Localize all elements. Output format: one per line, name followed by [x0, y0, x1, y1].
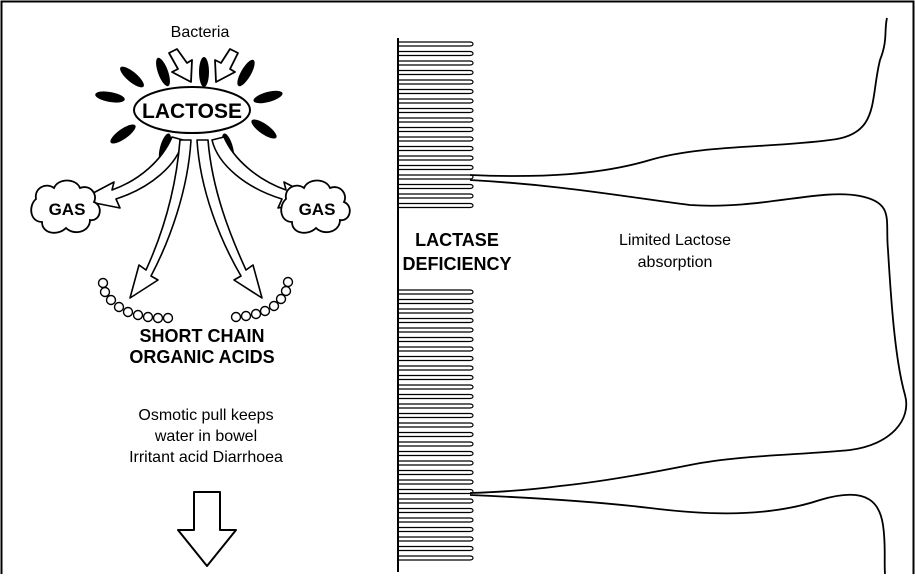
microvillus — [399, 404, 473, 408]
microvillus — [399, 204, 473, 208]
microvillus — [399, 366, 473, 370]
microvillus — [399, 385, 473, 389]
gas-label-right: GAS — [299, 200, 336, 219]
microvillus — [399, 319, 473, 323]
microvillus — [399, 185, 473, 189]
bacteria-arrow-right — [215, 49, 238, 82]
diarrhoea-down-arrow — [178, 492, 236, 566]
absorption-label-line2: absorption — [638, 254, 713, 271]
microvillus — [399, 290, 473, 294]
microvillus — [399, 490, 473, 494]
microvillus — [399, 509, 473, 513]
microvilli-lower — [399, 290, 473, 560]
osmotic-text-line3: Irritant acid Diarrhoea — [129, 449, 283, 466]
microvillus — [399, 90, 473, 94]
microvillus — [399, 175, 473, 179]
microvillus — [399, 300, 473, 304]
microvillus — [399, 194, 473, 198]
microvillus — [399, 556, 473, 560]
microvillus — [399, 99, 473, 103]
microvillus — [399, 528, 473, 532]
microvillus — [399, 52, 473, 56]
cell-lower-membrane — [470, 495, 885, 574]
microvillus — [399, 309, 473, 313]
cell-membranes — [470, 18, 906, 574]
microvillus — [399, 156, 473, 160]
microvillus — [399, 71, 473, 75]
microvillus — [399, 147, 473, 151]
bacteria-arrow-left — [169, 49, 192, 82]
microvillus — [399, 128, 473, 132]
microvillus — [399, 518, 473, 522]
microvillus — [399, 395, 473, 399]
bacteria-label: Bacteria — [171, 24, 230, 41]
microvillus — [399, 61, 473, 65]
microvillus — [399, 480, 473, 484]
microvillus — [399, 376, 473, 380]
microvillus — [399, 499, 473, 503]
microvillus — [399, 357, 473, 361]
microvillus — [399, 338, 473, 342]
gas-label-left: GAS — [49, 200, 86, 219]
microvillus — [399, 537, 473, 541]
fermentation-panel: Bacteria LACTOSE — [31, 24, 350, 566]
microvillus — [399, 42, 473, 46]
microvillus — [399, 433, 473, 437]
microvillus — [399, 166, 473, 170]
microvillus — [399, 414, 473, 418]
microvilli-upper — [399, 42, 473, 208]
microvillus — [399, 423, 473, 427]
osmotic-text-line1: Osmotic pull keeps — [138, 407, 273, 424]
osmotic-text-line2: water in bowel — [154, 428, 257, 445]
microvillus — [399, 347, 473, 351]
absorption-label-line1: Limited Lactose — [619, 232, 731, 249]
microvillus — [399, 461, 473, 465]
microvillus — [399, 328, 473, 332]
microvillus — [399, 442, 473, 446]
microvillus — [399, 137, 473, 141]
lactose-label: LACTOSE — [142, 100, 242, 123]
acids-label-line1: SHORT CHAIN — [140, 326, 265, 346]
microvillus — [399, 80, 473, 84]
microvillus — [399, 547, 473, 551]
deficiency-label-line1: LACTASE — [415, 230, 499, 250]
cell-upper-membrane — [470, 18, 887, 176]
cell-middle-membrane — [470, 180, 906, 493]
microvillus — [399, 452, 473, 456]
microvillus — [399, 471, 473, 475]
microvillus — [399, 109, 473, 113]
acids-label-line2: ORGANIC ACIDS — [129, 347, 274, 367]
intestinal-wall-panel: LACTASE DEFICIENCY Limited Lactose absor… — [398, 18, 906, 574]
deficiency-label-line2: DEFICIENCY — [402, 254, 511, 274]
microvillus — [399, 118, 473, 122]
